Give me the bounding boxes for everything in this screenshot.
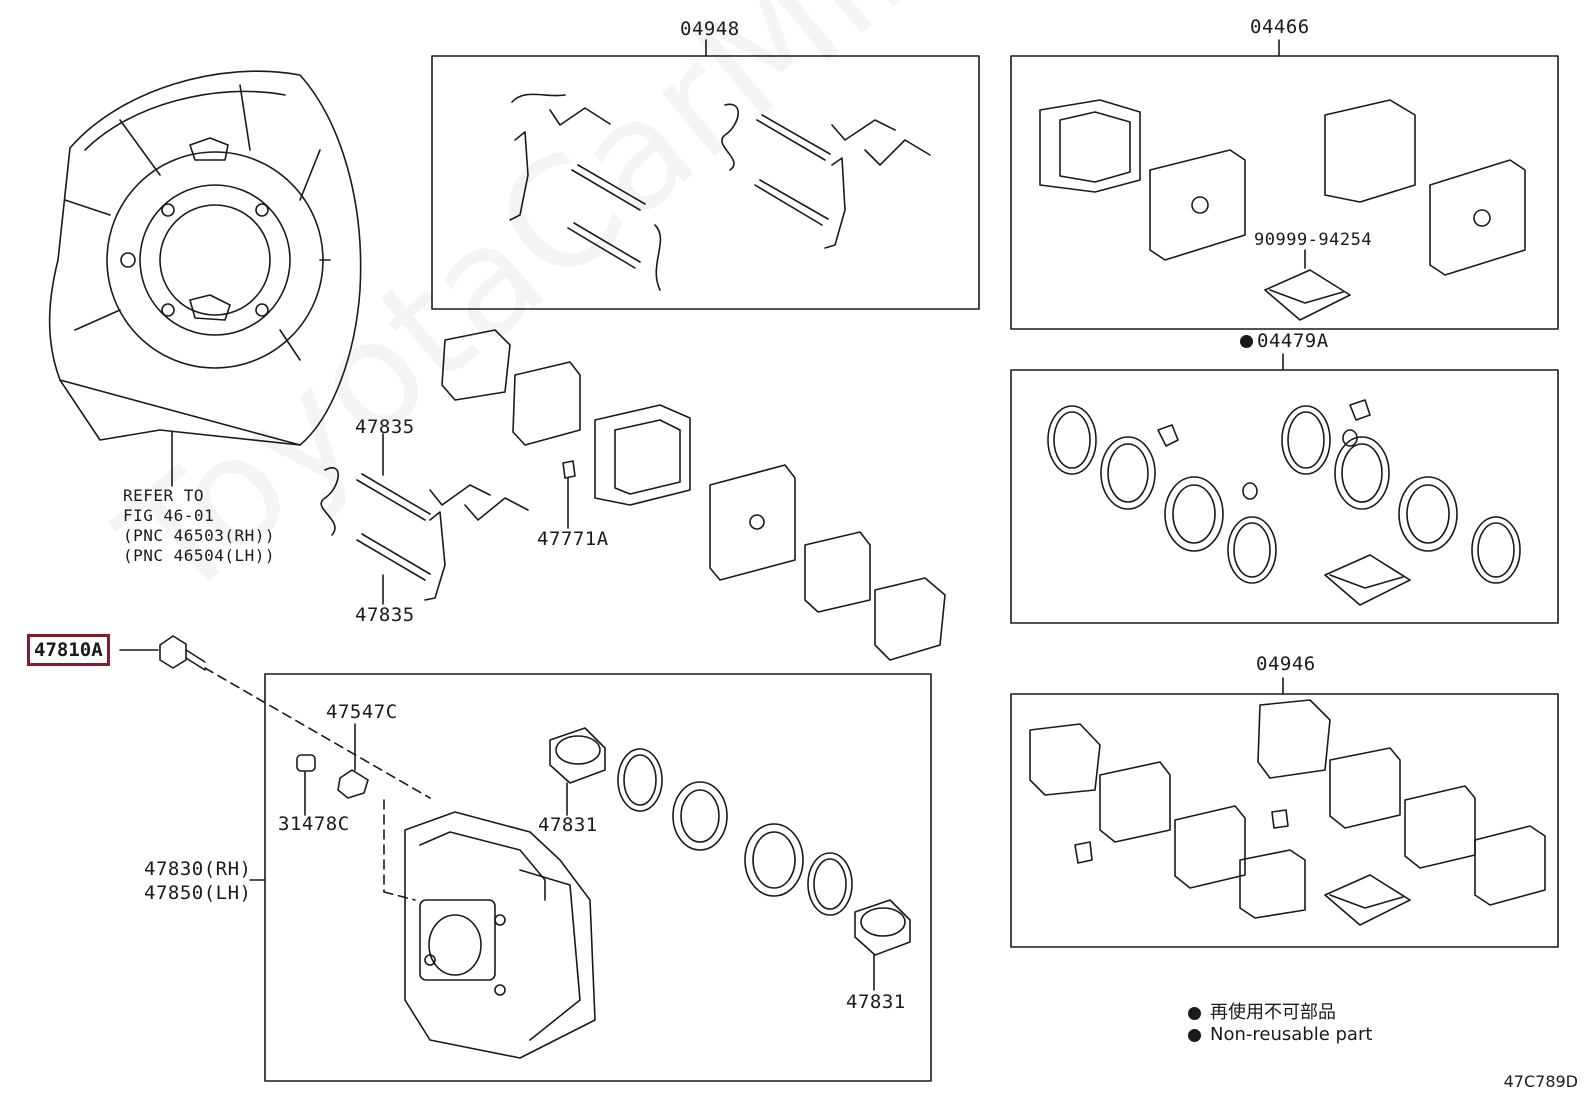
refer-to-line2[interactable]: FIG 46-01 (123, 506, 215, 525)
kit-04479a-seals (1047, 399, 1521, 606)
label-04479a[interactable]: 04479A (1240, 332, 1329, 351)
bolt-47810a (159, 635, 206, 671)
kit-04946-shims (1029, 699, 1546, 926)
label-47831-top[interactable]: 47831 (538, 814, 598, 836)
label-47835-bottom[interactable]: 47835 (355, 604, 415, 626)
legend-english-text: Non-reusable part (1210, 1024, 1373, 1045)
label-47835-top[interactable]: 47835 (355, 416, 415, 438)
legend-dot-icon (1188, 1028, 1201, 1042)
kit-box-04946 (1010, 693, 1559, 948)
label-04946[interactable]: 04946 (1256, 653, 1316, 675)
label-47831-bottom[interactable]: 47831 (846, 991, 906, 1013)
pins-and-clips (320, 433, 529, 605)
refer-to-line4: (PNC 46504(LH)) (123, 546, 275, 565)
kit-box-04466 (1010, 55, 1559, 330)
refer-to-line1: REFER TO (123, 486, 205, 505)
legend-english: Non-reusable part (1188, 1024, 1372, 1045)
kit-04948-hardware (509, 93, 931, 291)
dust-cover-shield (48, 70, 362, 446)
refer-to-line3: (PNC 46503(RH)) (123, 526, 275, 545)
label-04948[interactable]: 04948 (680, 18, 740, 40)
label-90999-94254[interactable]: 90999-94254 (1254, 230, 1373, 250)
label-31478c[interactable]: 31478C (278, 813, 350, 835)
label-47830-rh[interactable]: 47830(RH) (144, 858, 252, 880)
kit-04466-pads (1039, 99, 1526, 321)
kit-box-04479a (1010, 369, 1559, 624)
legend-dot-icon (1188, 1006, 1201, 1020)
legend-chinese: 再使用不可部品 (1188, 998, 1336, 1024)
diagram-code: 47C789D (1503, 1072, 1578, 1091)
label-04479a-text: 04479A (1257, 330, 1329, 352)
pistons-seals (549, 727, 911, 956)
label-47810a-highlighted[interactable]: 47810A (27, 634, 110, 666)
caliper-assembly-box (264, 673, 932, 1082)
loose-pads-shims (441, 329, 946, 661)
label-04466[interactable]: 04466 (1250, 16, 1310, 38)
cap-31478c (296, 754, 316, 772)
label-47850-lh[interactable]: 47850(LH) (144, 882, 252, 904)
legend-chinese-text: 再使用不可部品 (1210, 1002, 1336, 1023)
caliper-body (404, 811, 596, 1059)
label-47547c[interactable]: 47547C (326, 701, 398, 723)
bleeder-47547c (337, 769, 369, 799)
non-reusable-dot-icon (1240, 335, 1253, 348)
label-47771a[interactable]: 47771A (537, 528, 609, 550)
